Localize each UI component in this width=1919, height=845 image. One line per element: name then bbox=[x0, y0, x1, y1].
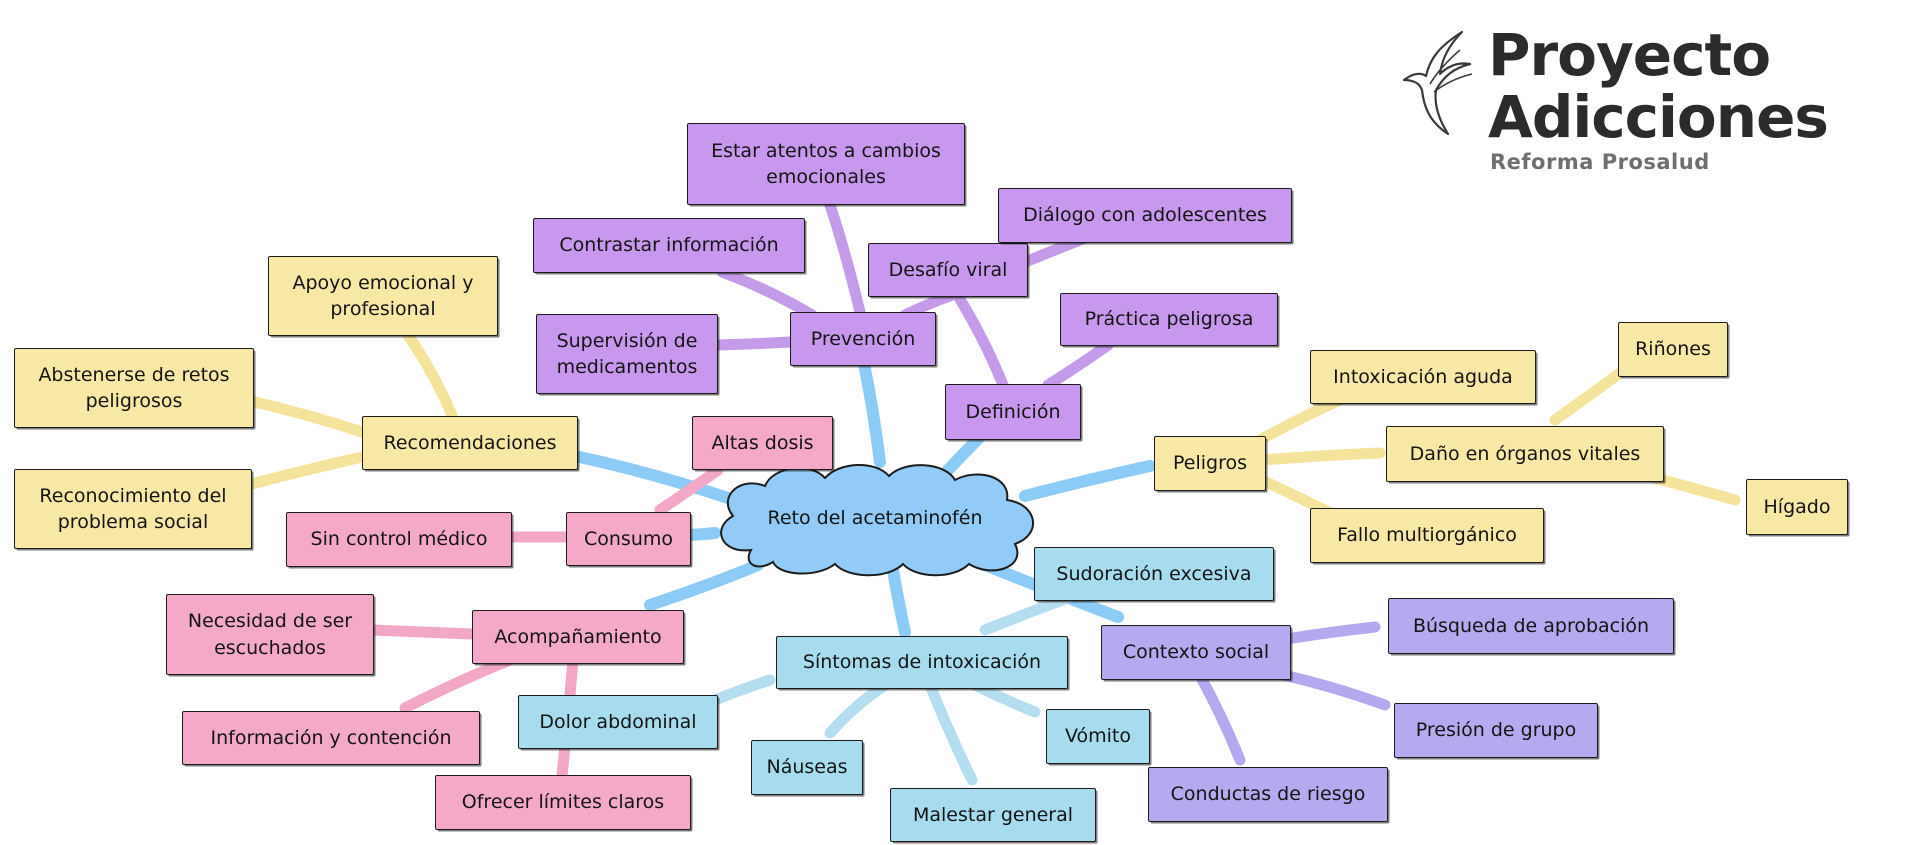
node-estar-atentos: Estar atentos a cambios emocionales bbox=[687, 123, 965, 205]
link-recom-apoyo bbox=[402, 329, 458, 421]
link-peligros-intox bbox=[1254, 394, 1346, 446]
node-consumo: Consumo bbox=[566, 512, 691, 566]
node-acompanamiento: Acompañamiento bbox=[472, 610, 684, 664]
root-topic: Reto del acetaminofén bbox=[767, 507, 983, 529]
link-peligros-dano bbox=[1256, 447, 1386, 466]
node-peligros: Peligros bbox=[1154, 436, 1266, 491]
link-sintomas-dolor bbox=[709, 674, 776, 706]
logo-subtitle: Reforma Prosalud bbox=[1490, 150, 1710, 174]
node-dano-organos: Daño en órganos vitales bbox=[1386, 426, 1664, 482]
logo-title-line1: Proyecto bbox=[1488, 21, 1771, 89]
link-acomp-informacion bbox=[399, 654, 516, 714]
node-desafio-viral: Desafío viral bbox=[868, 243, 1028, 297]
node-contrastar-informacion: Contrastar información bbox=[533, 218, 805, 273]
link-root-prevencion bbox=[856, 349, 886, 468]
central-cloud bbox=[720, 463, 1034, 577]
link-sintomas-vomito bbox=[969, 679, 1041, 718]
link-dano-higado bbox=[1649, 472, 1741, 506]
node-prevencion: Prevención bbox=[790, 312, 936, 366]
node-busqueda-aprobacion: Búsqueda de aprobación bbox=[1388, 598, 1674, 654]
link-sintomas-malestar bbox=[924, 679, 978, 786]
link-desafio-definicion bbox=[952, 290, 1009, 391]
node-sudoracion-excesiva: Sudoración excesiva bbox=[1034, 547, 1274, 601]
node-practica-peligrosa: Práctica peligrosa bbox=[1060, 293, 1278, 346]
link-root-peligros bbox=[1019, 460, 1156, 502]
link-sintomas-sudoracion bbox=[979, 592, 1074, 636]
node-necesidad-escuchados: Necesidad de ser escuchados bbox=[166, 594, 374, 675]
link-root-sintomas bbox=[887, 564, 911, 638]
link-recom-reconocimiento bbox=[246, 451, 368, 490]
logo: Proyecto Adicciones Reforma Prosalud bbox=[1400, 24, 1850, 184]
node-informacion-contencion: Información y contención bbox=[182, 711, 480, 765]
node-rinones: Riñones bbox=[1618, 322, 1728, 377]
node-abstenerse-retos: Abstenerse de retos peligrosos bbox=[14, 348, 254, 428]
link-root-acompanamiento bbox=[644, 559, 764, 611]
link-dano-rinones bbox=[1549, 367, 1626, 426]
link-prevencion-estar bbox=[824, 199, 866, 318]
logo-title-line2: Adicciones bbox=[1488, 83, 1829, 151]
link-contexto-conductas bbox=[1192, 666, 1246, 766]
node-limites-claros: Ofrecer límites claros bbox=[435, 775, 691, 830]
node-reconocimiento-problema: Reconocimiento del problema social bbox=[14, 469, 252, 549]
node-supervision-medicamentos: Supervisión de medicamentos bbox=[536, 314, 718, 394]
node-sin-control-medico: Sin control médico bbox=[286, 512, 512, 567]
node-dialogo-adolescentes: Diálogo con adolescentes bbox=[998, 188, 1292, 243]
node-contexto-social: Contexto social bbox=[1101, 625, 1291, 680]
node-altas-dosis: Altas dosis bbox=[692, 416, 833, 470]
link-prevencion-supervision bbox=[712, 336, 796, 351]
link-sintomas-nauseas bbox=[824, 679, 891, 739]
link-prevencion-contrastar bbox=[716, 266, 818, 321]
link-contexto-busqueda bbox=[1274, 621, 1381, 646]
node-presion-grupo: Presión de grupo bbox=[1394, 703, 1598, 758]
node-higado: Hígado bbox=[1746, 479, 1848, 535]
hummingbird-icon bbox=[1402, 30, 1473, 136]
link-definicion-practica bbox=[1042, 339, 1114, 391]
link-acomp-necesidad bbox=[366, 624, 478, 640]
node-definicion: Definición bbox=[945, 384, 1081, 440]
link-consumo-altas bbox=[654, 464, 724, 516]
node-nauseas: Náuseas bbox=[751, 740, 863, 795]
link-recom-abstenerse bbox=[249, 396, 368, 438]
node-apoyo-emocional: Apoyo emocional y profesional bbox=[268, 256, 498, 336]
node-dolor-abdominal: Dolor abdominal bbox=[518, 695, 718, 749]
node-vomito: Vómito bbox=[1046, 709, 1150, 764]
node-fallo-multiorganico: Fallo multiorgánico bbox=[1310, 508, 1544, 563]
node-sintomas-intoxicacion: Síntomas de intoxicación bbox=[776, 636, 1068, 689]
node-conductas-riesgo: Conductas de riesgo bbox=[1148, 767, 1388, 822]
node-intoxicacion-aguda: Intoxicación aguda bbox=[1310, 350, 1536, 404]
link-root-recomendaciones bbox=[569, 450, 734, 504]
node-recomendaciones: Recomendaciones bbox=[362, 416, 578, 470]
node-malestar-general: Malestar general bbox=[890, 788, 1096, 842]
